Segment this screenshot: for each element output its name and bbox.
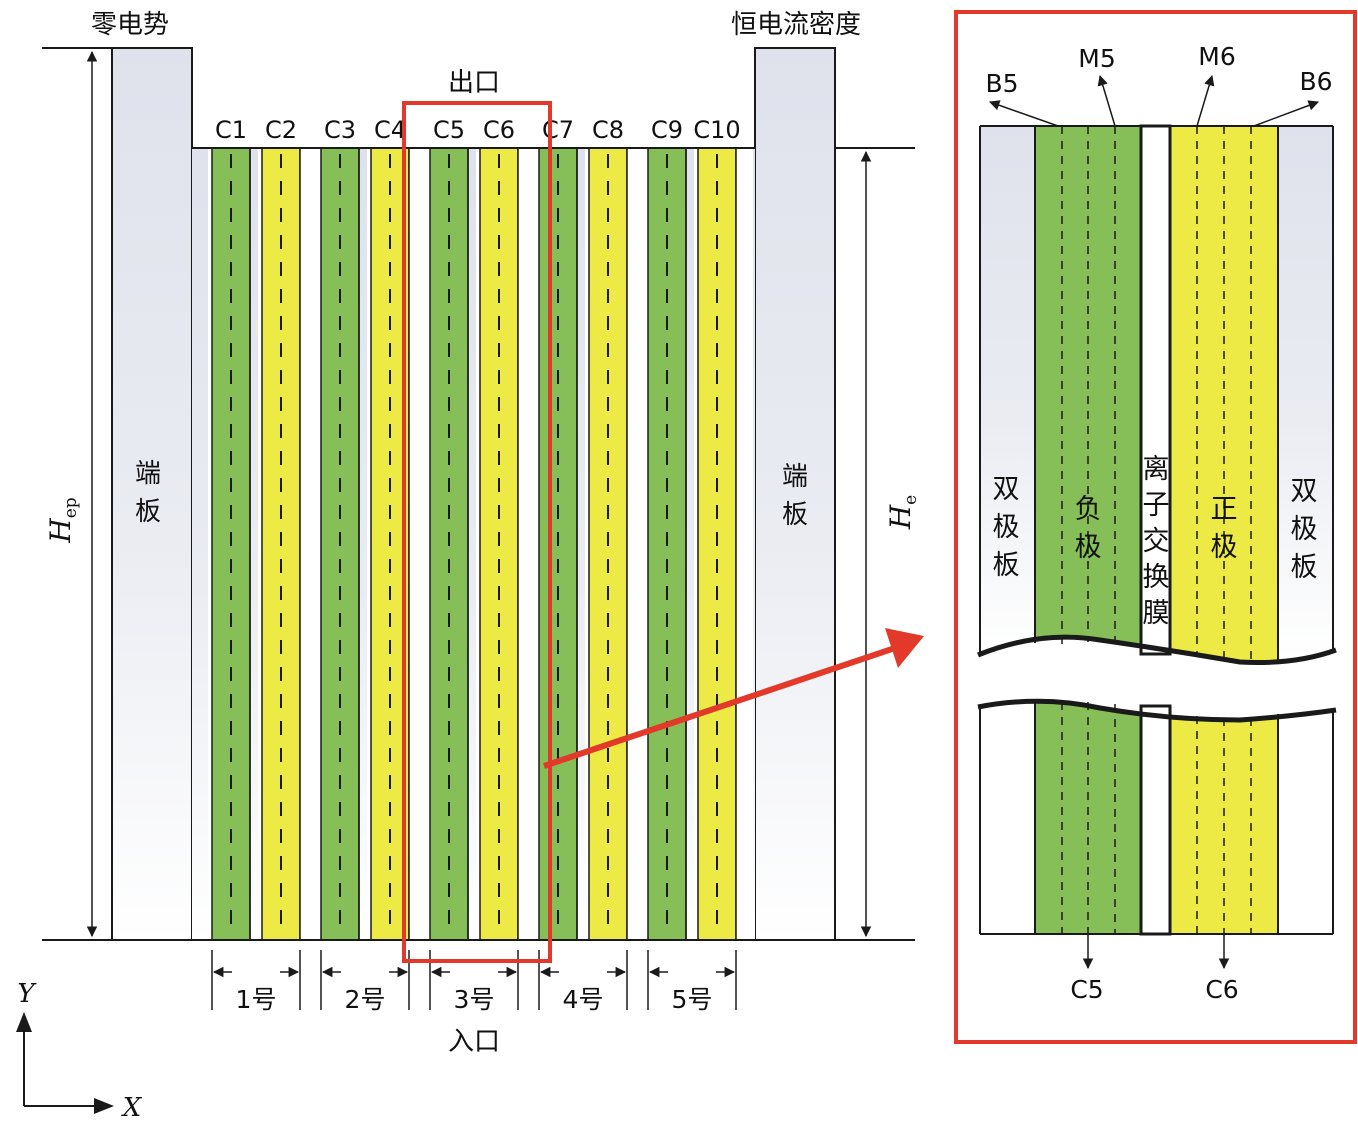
- cell-gap: [694, 148, 698, 940]
- unit-label-3: 3号: [454, 985, 495, 1014]
- bipolar-plate-right-label-char: 双: [1291, 476, 1318, 507]
- unit-bracket-4: 4号: [538, 950, 628, 1014]
- cell-gap: [476, 148, 480, 940]
- unit-label-4: 4号: [563, 985, 604, 1014]
- unit-label-2: 2号: [345, 985, 386, 1014]
- end-plate-left-label-2: 板: [135, 497, 161, 527]
- label-C6: C6: [1205, 975, 1238, 1004]
- label-M5: M5: [1078, 44, 1115, 73]
- cell-label-C8: C8: [592, 116, 624, 144]
- unit-separator: [409, 148, 426, 940]
- cell-gap: [426, 148, 430, 940]
- cell-label-C7: C7: [542, 116, 574, 144]
- x-axis-arrow-icon: [94, 1098, 114, 1114]
- cell-gap: [208, 148, 212, 940]
- dimension-H-ep: Hep: [44, 50, 98, 938]
- cell-label-C6: C6: [483, 116, 515, 144]
- x-axis-label: X: [121, 1093, 143, 1123]
- cell-gap: [317, 148, 321, 940]
- cell-gap: [258, 148, 262, 940]
- bipolar-plate-left-label-char: 极: [993, 512, 1020, 543]
- label-M6: M6: [1198, 42, 1235, 71]
- cell-gap: [644, 148, 648, 940]
- positive-electrode-label-char: 极: [1211, 532, 1238, 563]
- end-plate-left-label-1: 端: [135, 459, 161, 489]
- cell-label-C5: C5: [433, 116, 465, 144]
- ion-exchange-membrane-label-char: 换: [1143, 562, 1170, 593]
- detail-lower: [1035, 702, 1278, 934]
- cell-labels: C1 C2 C3 C4 C5 C6 C7 C8 C9 C10: [215, 116, 741, 144]
- ion-exchange-membrane-label-char: 离: [1143, 454, 1170, 485]
- label-B5: B5: [985, 69, 1018, 98]
- label-C5: C5: [1070, 975, 1103, 1004]
- cell-gap: [367, 148, 371, 940]
- unit-label-5: 5号: [672, 985, 713, 1014]
- cell-stack: [192, 147, 755, 941]
- detail-upper: [980, 126, 1333, 664]
- dimension-H-e: He: [860, 150, 921, 938]
- cell-label-C10: C10: [693, 116, 740, 144]
- bipolar-plate-left-label-char: 双: [993, 474, 1020, 505]
- label-B6: B6: [1299, 67, 1332, 96]
- highlight-box: [402, 101, 552, 963]
- cell-label-C2: C2: [265, 116, 297, 144]
- unit-separator: [627, 148, 644, 940]
- negative-electrode-label-char: 极: [1075, 532, 1102, 563]
- H-ep-label: Hep: [44, 497, 81, 543]
- end-plate-left: 端 板: [111, 47, 193, 941]
- unit-bracket-5: 5号: [647, 950, 737, 1014]
- unit-label-1: 1号: [236, 985, 277, 1014]
- y-axis-arrow-icon: [16, 1012, 32, 1032]
- outlet-label: 出口: [448, 68, 500, 98]
- unit-separator: [518, 148, 535, 940]
- cell-label-C4: C4: [374, 116, 406, 144]
- positive-electrode-label-char: 正: [1211, 494, 1238, 525]
- cell-label-C9: C9: [651, 116, 683, 144]
- negative-electrode-label-char: 负: [1075, 494, 1102, 525]
- zoom-arrow: [543, 628, 924, 769]
- unit-bracket-1: 1号: [211, 950, 301, 1014]
- cell-label-C1: C1: [215, 116, 247, 144]
- cell-gap: [535, 148, 539, 940]
- end-plate-right: 端 板: [754, 47, 836, 941]
- ion-exchange-membrane-label-char: 交: [1143, 526, 1170, 557]
- constant-current-label: 恒电流密度: [731, 10, 861, 40]
- bipolar-plate-left-label-char: 板: [993, 550, 1020, 581]
- unit-separator: [300, 148, 317, 940]
- end-plate-right-label-2: 板: [782, 500, 808, 530]
- cell-gap: [585, 148, 589, 940]
- H-e-label: He: [884, 495, 921, 530]
- unit-separator: [736, 148, 753, 940]
- unit-bracket-2: 2号: [320, 950, 410, 1014]
- unit-labels: 1号 2号 3号 4号 5号: [211, 950, 737, 1014]
- cell-label-C3: C3: [324, 116, 356, 144]
- y-axis-label: Y: [17, 979, 37, 1009]
- axes: Y X: [16, 979, 143, 1123]
- bipolar-plate-right-label-char: 极: [1291, 514, 1318, 545]
- inlet-label: 入口: [448, 1027, 500, 1057]
- zero-potential-label: 零电势: [91, 10, 169, 40]
- end-plate-right-label-1: 端: [782, 462, 808, 492]
- bipolar-plate-right-label-char: 板: [1291, 552, 1318, 583]
- ion-exchange-membrane-label-char: 膜: [1143, 598, 1170, 629]
- ion-exchange-membrane-label-char: 子: [1143, 490, 1170, 521]
